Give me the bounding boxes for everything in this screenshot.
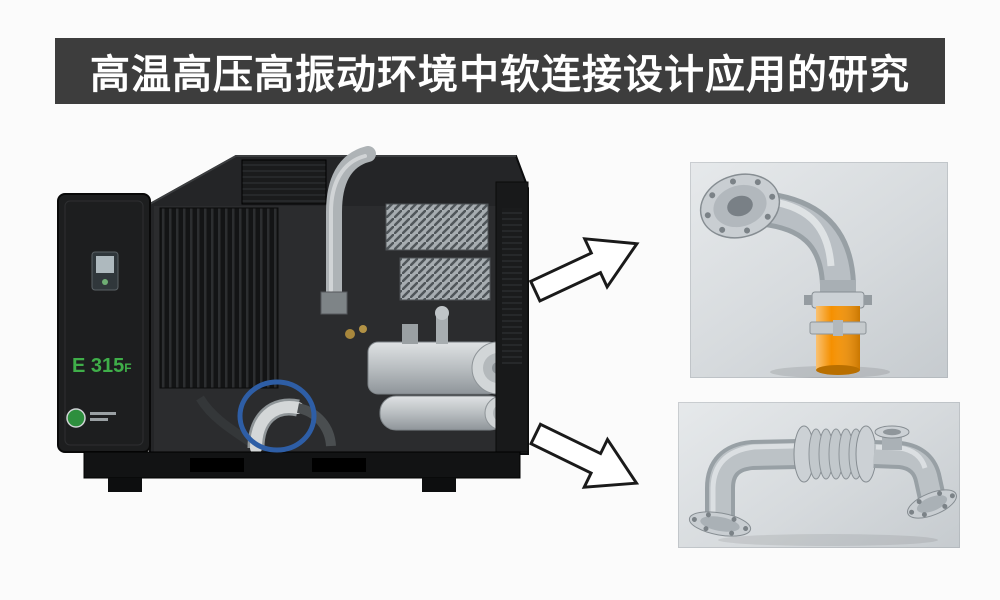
compressor-svg: E 315F: [57, 146, 529, 492]
right-elbow-pipe: [873, 440, 946, 502]
highlight-ellipse: [237, 379, 317, 453]
cad-bellows-svg: [688, 425, 957, 546]
top-stub-flange: [874, 425, 910, 450]
brass-fitting: [359, 325, 367, 333]
valve-block: [320, 291, 348, 315]
bellows-section: [793, 425, 877, 483]
base-skid: [83, 451, 521, 492]
cad-elbow-svg: [699, 173, 890, 378]
slide-title: 高温高压高振动环境中软连接设计应用的研究: [90, 53, 910, 97]
radiator-block: [159, 207, 279, 389]
control-display: [91, 251, 119, 291]
intake-pipe-highlight: [329, 154, 367, 292]
right-side-vents: [502, 208, 522, 364]
clamp-ring: [804, 291, 872, 309]
pipe-neck: [820, 280, 856, 294]
brand-logo: [66, 408, 116, 428]
top-cooler-block: [241, 159, 327, 205]
white-elbow-pipe: [250, 401, 304, 454]
gray-elbow-pipe: [296, 403, 336, 447]
rubber-sleeve: [816, 306, 860, 375]
brass-fitting: [345, 329, 355, 339]
compressor-image: E 315F: [50, 146, 534, 518]
front-door-panel: E 315F: [57, 193, 151, 453]
arrow-down-right-icon: [520, 405, 653, 512]
left-end-flange: [688, 511, 752, 537]
compressor-internals: [159, 146, 525, 454]
model-label: E 315F: [72, 355, 132, 377]
inlet-flange: [699, 173, 781, 239]
title-banner: 高温高压高振动环境中软连接设计应用的研究: [55, 38, 945, 104]
left-elbow-pipe: [705, 439, 799, 522]
band-ring: [809, 320, 867, 336]
floor-shadow: [718, 534, 938, 546]
air-filter-lower: [399, 257, 491, 301]
cad-model-bellows-joint: [678, 402, 960, 548]
right-end-flange: [907, 489, 957, 519]
air-filter-upper: [385, 203, 489, 251]
cad-model-elbow-sleeve: [690, 162, 948, 378]
arrow-up-right-icon: [520, 214, 653, 320]
